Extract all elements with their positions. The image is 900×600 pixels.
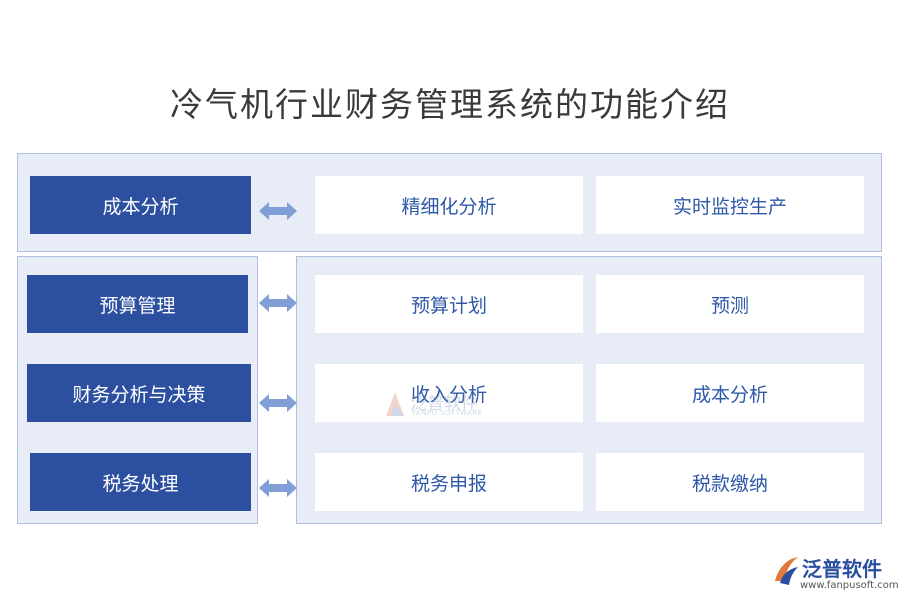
category-tax-processing[interactable]: 税务处理 [30,453,251,511]
item-revenue-analysis[interactable]: 收入分析 [315,364,583,422]
fanpu-logo-icon [775,557,798,585]
double-arrow-icon [259,294,297,312]
category-financial-decision[interactable]: 财务分析与决策 [27,364,251,422]
item-tax-payment[interactable]: 税款缴纳 [596,453,864,511]
item-fine-analysis[interactable]: 精细化分析 [315,176,583,234]
category-cost-analysis[interactable]: 成本分析 [30,176,251,234]
double-arrow-icon [259,479,297,497]
double-arrow-icon [259,202,297,220]
double-arrow-icon [259,394,297,412]
watermark-sub: FANPU SOFTWARE [412,409,483,417]
watermark-name: 泛普软件 [410,394,478,414]
logo-url: www.fanpusoft.com [800,580,899,591]
watermark: 泛普软件 FANPU SOFTWARE [382,388,492,424]
logo-name: 泛普软件 [802,557,882,581]
page-title: 冷气机行业财务管理系统的功能介绍 [170,85,730,124]
brand-logo: 泛普软件 www.fanpusoft.com [772,553,899,598]
item-tax-declaration[interactable]: 税务申报 [315,453,583,511]
item-realtime-monitor[interactable]: 实时监控生产 [596,176,864,234]
fanpu-watermark-icon [386,392,404,416]
item-budget-plan[interactable]: 预算计划 [315,275,583,333]
category-budget-management[interactable]: 预算管理 [27,275,248,333]
item-cost-analysis[interactable]: 成本分析 [596,364,864,422]
item-forecast[interactable]: 预测 [596,275,864,333]
